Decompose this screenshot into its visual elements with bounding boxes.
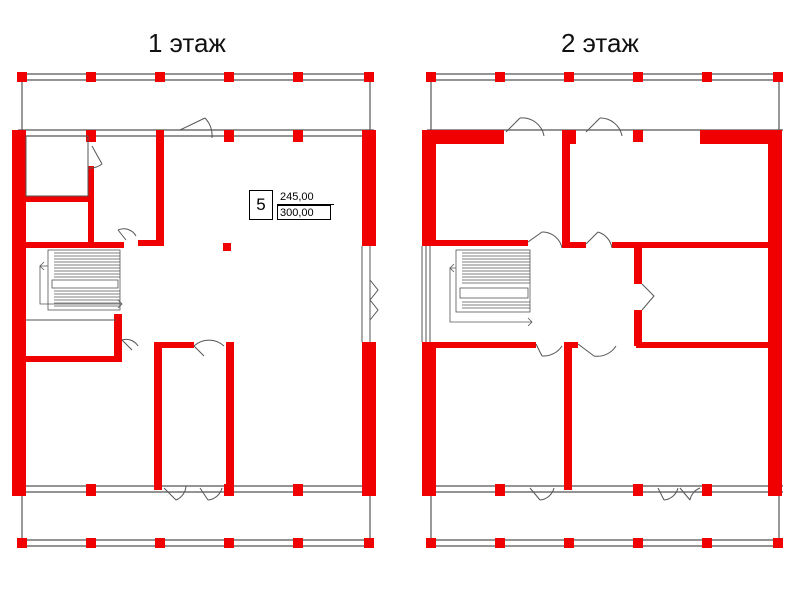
floor-2-doors	[505, 117, 701, 501]
floor-1-plan	[12, 72, 379, 548]
floor-1-staircase	[39, 249, 123, 311]
floor-1-walls	[12, 130, 376, 496]
room-tag: 5 245,00 300,00	[249, 190, 334, 220]
room-area-bottom: 300,00	[277, 205, 331, 220]
floor-2-title: 2 этаж	[561, 28, 639, 58]
floor-1-terrace-bottom	[18, 485, 374, 547]
floor-2-terrace-bottom	[427, 485, 783, 547]
floor-1-doors	[87, 117, 379, 501]
floor-1-outlines	[25, 135, 371, 342]
floor-1-title: 1 этаж	[148, 28, 226, 58]
floor-1-terrace-top	[18, 73, 374, 137]
floor-2-outlines	[421, 246, 431, 342]
floor-2-terrace-top	[427, 73, 783, 131]
floor-2-walls	[422, 130, 782, 496]
floor-1-columns	[17, 72, 374, 548]
floor-2-columns	[426, 72, 783, 548]
floor-2-staircase	[449, 249, 533, 327]
floor-2-plan	[421, 72, 783, 548]
room-number: 5	[249, 190, 273, 220]
room-area-top: 245,00	[277, 190, 334, 205]
